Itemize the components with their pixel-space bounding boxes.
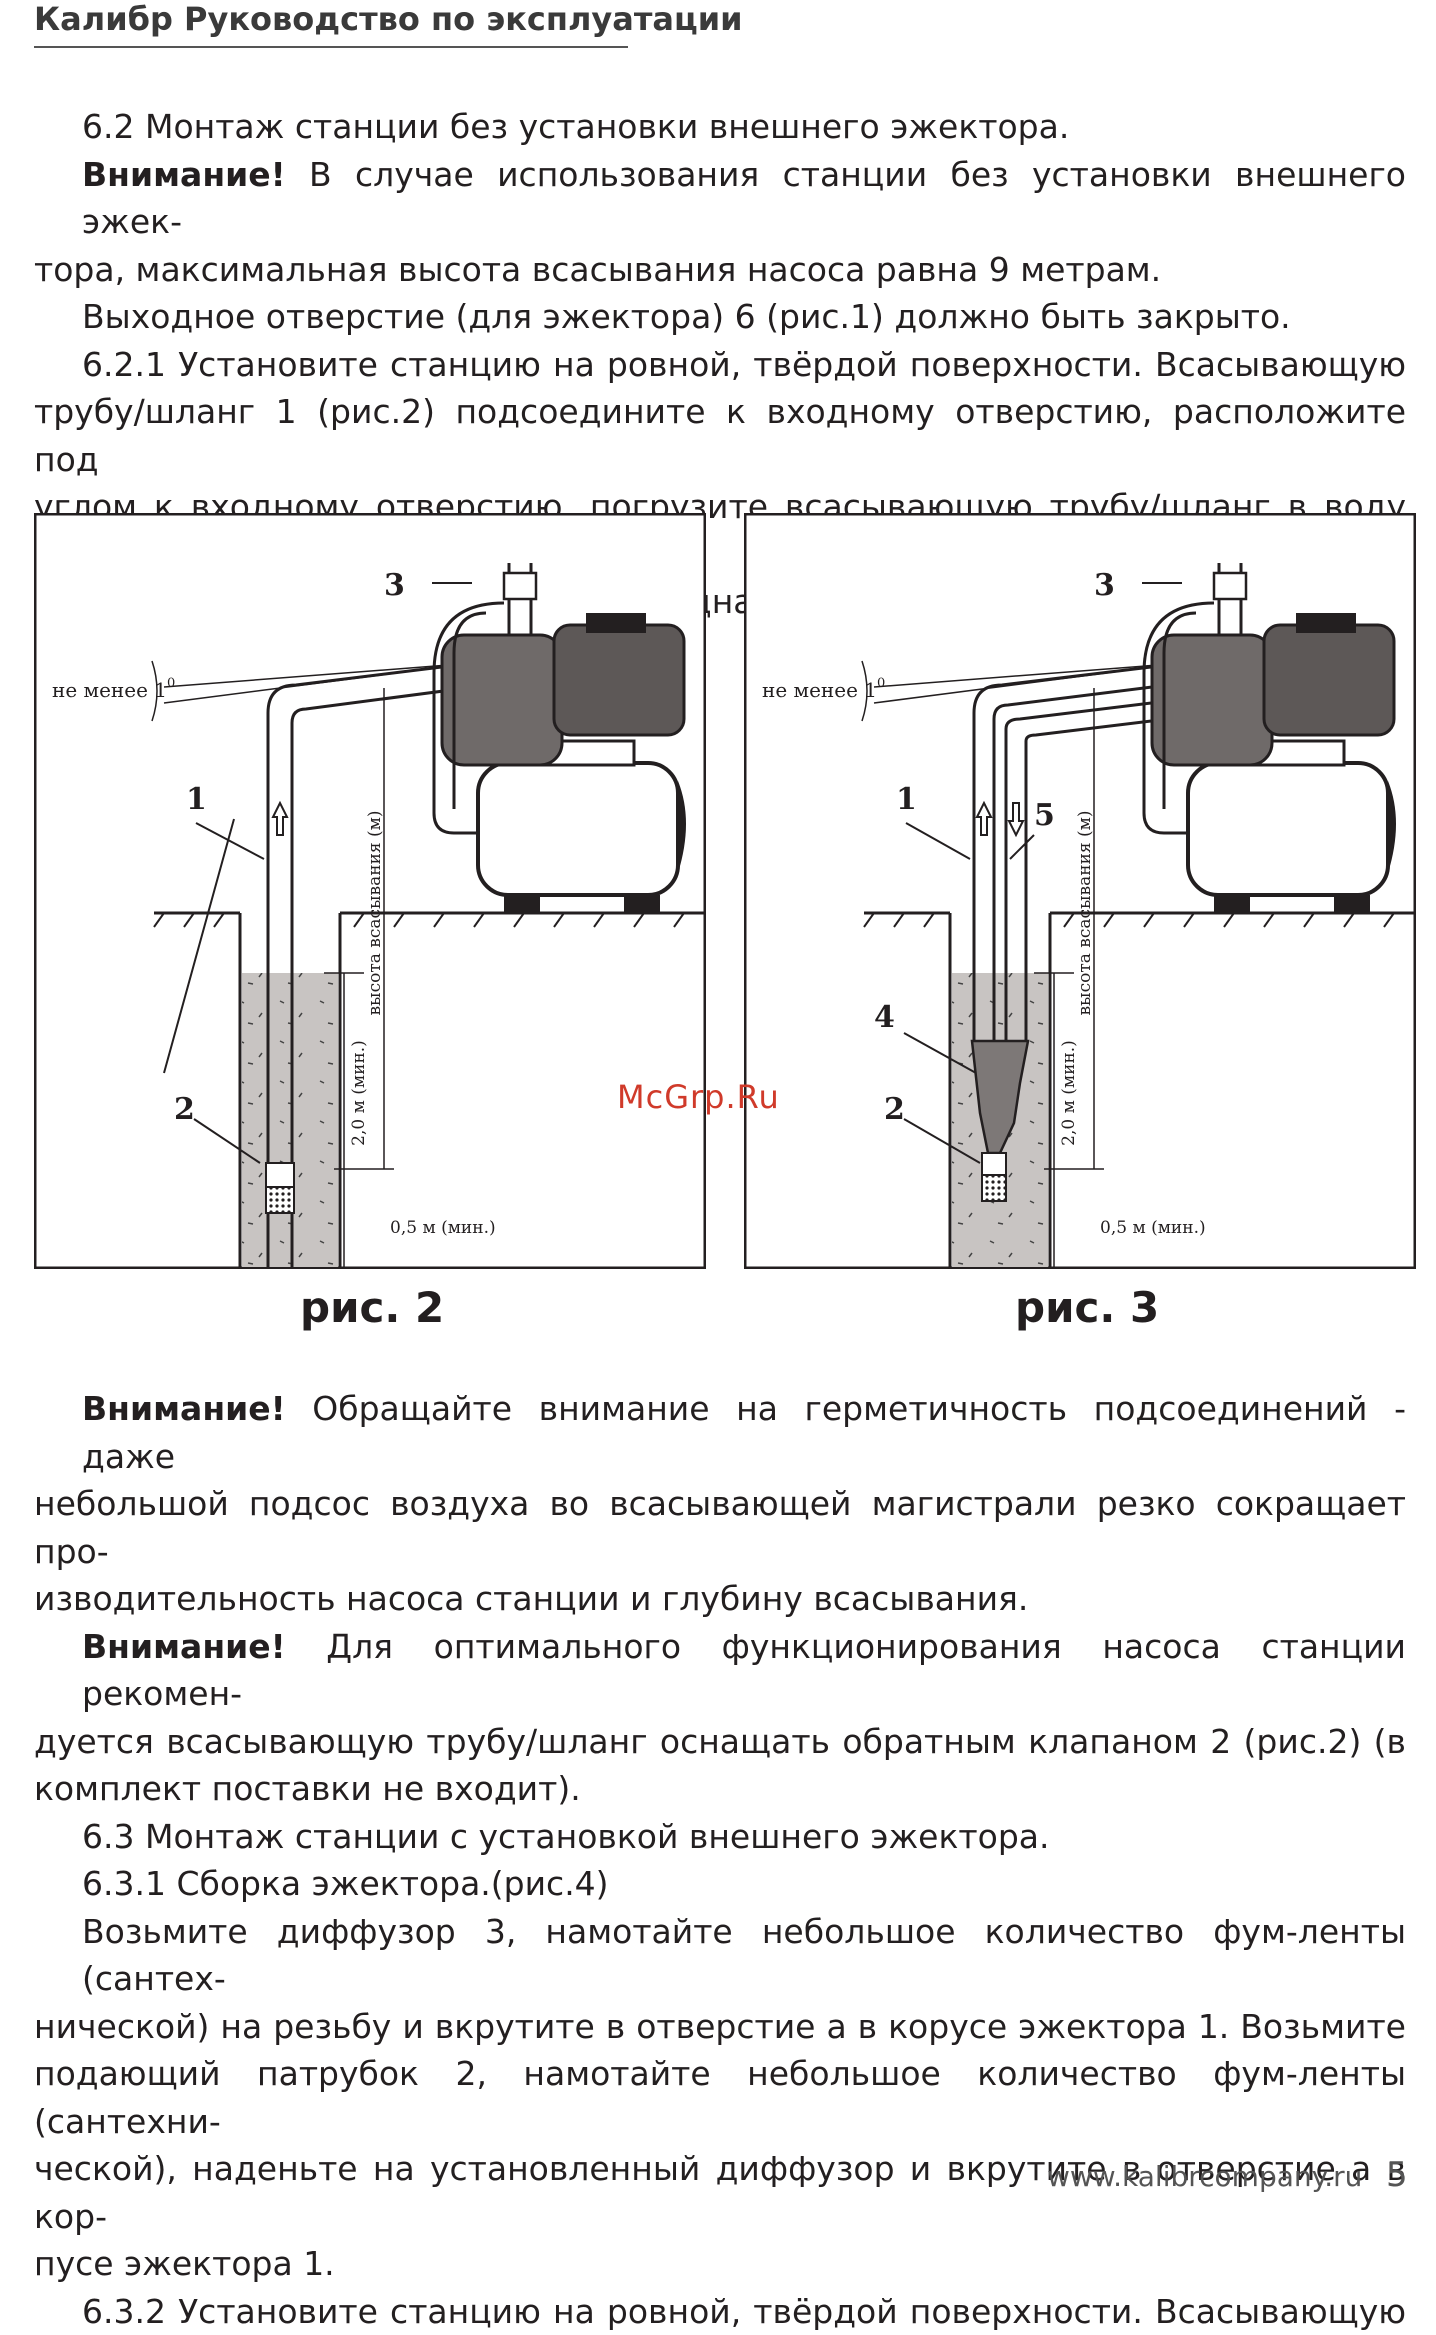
warning-2-line-3: изводительность насоса станции и глубину… bbox=[34, 1575, 1406, 1623]
warning-line: Внимание! В случае использования станции… bbox=[34, 151, 1406, 246]
assembly-line-1: Возьмите диффузор 3, намотайте небольшое… bbox=[34, 1908, 1406, 2003]
assembly-line-2: нической) на резьбу и вкрутите в отверст… bbox=[34, 2003, 1406, 2051]
fig2-label-3: 3 bbox=[384, 568, 405, 603]
watermark: McGrp.Ru bbox=[617, 1078, 780, 1116]
section-heading-6-2: 6.2 Монтаж станции без установки внешнег… bbox=[34, 103, 1406, 151]
instruction-line-1: 6.2.1 Установите станцию на ровной, твёр… bbox=[34, 341, 1406, 389]
warning-3-line-1: Внимание! Для оптимального функционирова… bbox=[34, 1623, 1406, 1718]
figure-2-svg: 3 1 2 не менее 10 высота всасывания (м) … bbox=[34, 513, 706, 1269]
fig3-label-4: 4 bbox=[874, 1000, 895, 1035]
manual-page: Калибр Руководство по эксплуатации 6.2 М… bbox=[0, 0, 1436, 2227]
header-rule bbox=[34, 46, 628, 48]
fig2-depth-min: 2,0 м (мин.) bbox=[349, 1040, 369, 1146]
figure-3-caption: рис. 3 bbox=[1015, 1283, 1159, 1332]
warning-3-label: Внимание! bbox=[82, 1627, 286, 1666]
warning-2-label: Внимание! bbox=[82, 1389, 286, 1428]
fig3-label-2: 2 bbox=[884, 1092, 905, 1127]
fig2-label-2: 2 bbox=[174, 1092, 195, 1127]
section-heading-6-3-1: 6.3.1 Сборка эжектора.(рис.4) bbox=[34, 1860, 1406, 1908]
assembly-line-3: подающий патрубок 2, намотайте небольшое… bbox=[34, 2050, 1406, 2145]
fig2-label-1: 1 bbox=[186, 782, 207, 817]
instruction-6-3-2: 6.3.2 Установите станцию на ровной, твёр… bbox=[34, 2288, 1406, 2335]
warning-continuation: тора, максимальная высота всасывания нас… bbox=[34, 246, 1406, 294]
footer-url[interactable]: www.kalibrcompany.ru bbox=[1047, 2160, 1362, 2193]
warning-label: Внимание! bbox=[82, 155, 286, 194]
fig3-label-5: 5 bbox=[1034, 798, 1055, 833]
instruction-line-2: трубу/шланг 1 (рис.2) подсоедините к вхо… bbox=[34, 388, 1406, 483]
outlet-note: Выходное отверстие (для эжектора) 6 (рис… bbox=[34, 293, 1406, 341]
fig2-suction-height: высота всасывания (м) bbox=[365, 810, 385, 1015]
fig3-bottom-min: 0,5 м (мин.) bbox=[1100, 1218, 1206, 1238]
warning-3-line-2: дуется всасывающую трубу/шланг оснащать … bbox=[34, 1718, 1406, 1766]
warning-2-line-2: небольшой подсос воздуха во всасывающей … bbox=[34, 1480, 1406, 1575]
header-title: Калибр Руководство по эксплуатации bbox=[34, 0, 743, 38]
fig3-label-3: 3 bbox=[1094, 568, 1115, 603]
assembly-line-5: пусе эжектора 1. bbox=[34, 2240, 1406, 2288]
fig2-bottom-min: 0,5 м (мин.) bbox=[390, 1218, 496, 1238]
figure-3-diagram: 3 1 5 4 2 не менее 10 высота всасывания … bbox=[744, 513, 1416, 1269]
warning-2-line-1: Внимание! Обращайте внимание на герметич… bbox=[34, 1385, 1406, 1480]
figure-3-svg: 3 1 5 4 2 не менее 10 высота всасывания … bbox=[744, 513, 1416, 1269]
warning-3-line-3: комплект поставки не входит). bbox=[34, 1765, 1406, 1813]
figure-2-diagram: 3 1 2 не менее 10 высота всасывания (м) … bbox=[34, 513, 706, 1269]
figure-2-caption: рис. 2 bbox=[300, 1283, 444, 1332]
fig3-angle-label: не менее 10 bbox=[762, 676, 885, 702]
section-heading-6-3: 6.3 Монтаж станции с установкой внешнего… bbox=[34, 1813, 1406, 1861]
fig2-angle-label: не менее 10 bbox=[52, 676, 175, 702]
page-number: 5 bbox=[1386, 2155, 1408, 2195]
fig3-depth-min: 2,0 м (мин.) bbox=[1059, 1040, 1079, 1146]
fig3-label-1: 1 bbox=[896, 782, 917, 817]
fig3-suction-height: высота всасывания (м) bbox=[1075, 810, 1095, 1015]
